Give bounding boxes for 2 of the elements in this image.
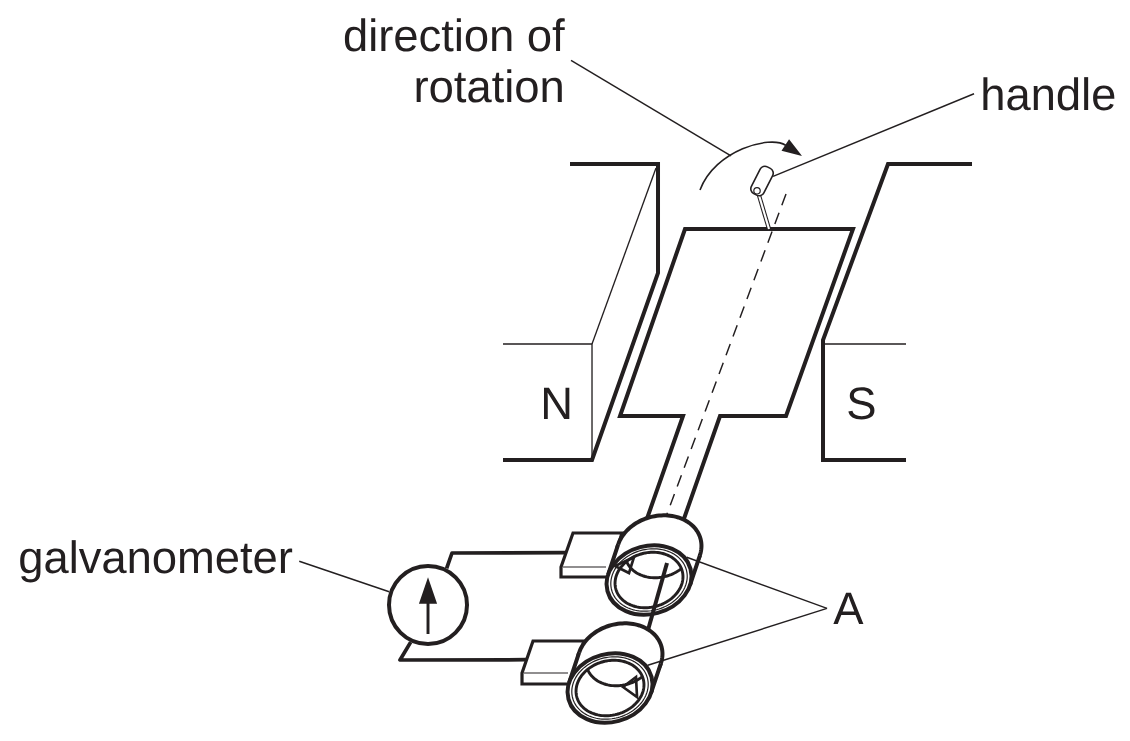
pole-label: N xyxy=(544,387,570,419)
pole-label: S xyxy=(848,387,875,420)
